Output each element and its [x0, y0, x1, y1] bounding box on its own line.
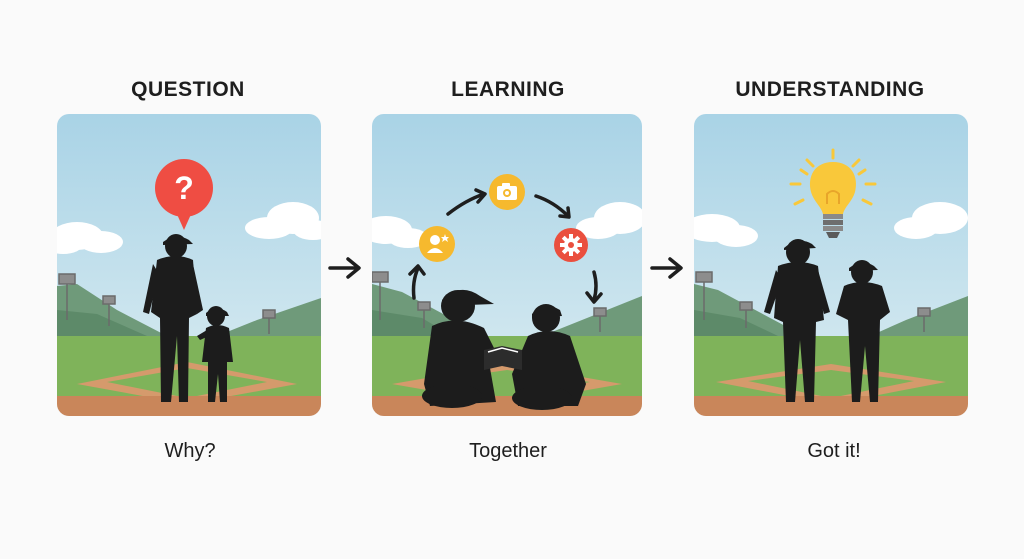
lightbulb-icon [789, 148, 877, 238]
reading-together-silhouette [422, 289, 586, 410]
stadium-scene [694, 114, 968, 416]
step-caption-learning: Together [469, 440, 547, 462]
step-title-learning: LEARNING [451, 78, 565, 101]
panel-understanding [694, 114, 968, 416]
arrow-right-icon [328, 257, 361, 279]
arrow-right-icon [650, 257, 683, 279]
step-title-understanding: UNDERSTANDING [735, 78, 925, 101]
svg-text:?: ? [174, 170, 194, 206]
person-star-icon [419, 226, 455, 262]
coach-and-player-silhouette [764, 239, 890, 402]
step-title-question: QUESTION [131, 78, 245, 101]
camera-icon [489, 174, 525, 210]
coach-and-child-silhouette [143, 234, 233, 402]
gear-icon [554, 228, 588, 262]
question-mark-bubble-icon: ? [155, 159, 213, 230]
step-caption-understanding: Got it! [807, 440, 861, 462]
learning-cycle-arrows [408, 188, 603, 304]
panel-learning [372, 114, 642, 416]
panel-question: ? [57, 114, 321, 416]
step-caption-question: Why? [164, 440, 216, 462]
